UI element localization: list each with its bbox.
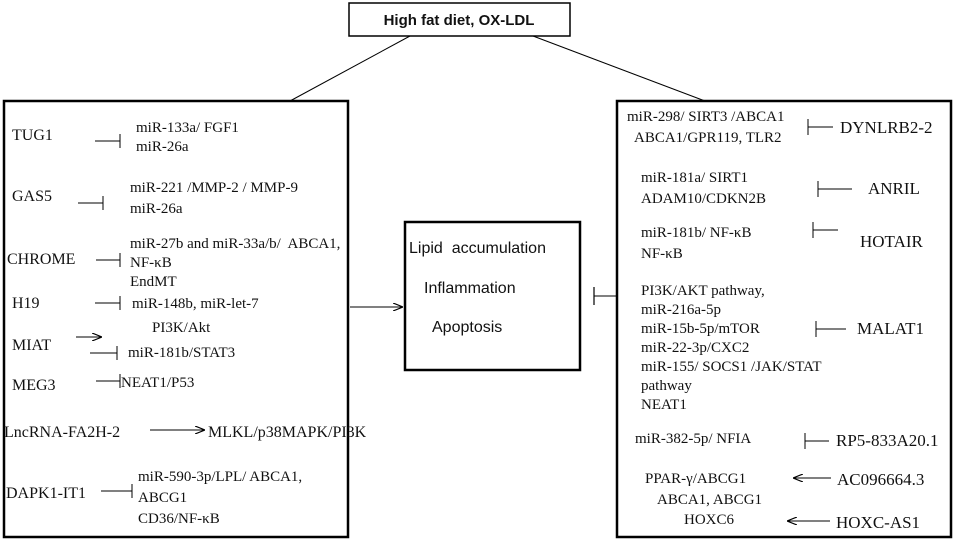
- target-meg3-1: NEAT1/P53: [121, 375, 194, 391]
- inhibit-miat: [90, 346, 118, 360]
- gene-hoxc-as1: HOXC-AS1: [836, 513, 920, 532]
- edge-top-to-left-panel: [289, 35, 411, 102]
- target-dapk1-it1-2: ABCG1: [138, 490, 187, 506]
- inhibit-malat1: [815, 321, 846, 337]
- target-hoxc-as1-1: ABCA1, ABCG1: [657, 492, 762, 508]
- inhibit-dapk1-it1: [101, 484, 133, 498]
- gene-rp5-833a20-1: RP5-833A20.1: [836, 431, 938, 450]
- target-rp5-833a20-1-1: miR-382-5p/ NFIA: [635, 431, 751, 447]
- inhibit-tug1: [95, 134, 121, 148]
- target-chrome-1: miR-27b and miR-33a/b/ ABCA1,: [130, 236, 340, 252]
- top-node: High fat diet, OX-LDL: [348, 2, 571, 37]
- edge-top-to-right-panel: [532, 35, 706, 102]
- inhibit-hotair: [812, 222, 838, 238]
- gene-anril: ANRIL: [868, 179, 920, 198]
- right-panel: [615, 99, 953, 539]
- inhibit-rp5-833a20-1: [804, 433, 829, 449]
- gene-dapk1-it1: DAPK1-IT1: [6, 485, 86, 502]
- gene-meg3: MEG3: [12, 377, 56, 394]
- inhibit-meg3: [96, 374, 121, 388]
- gene-hotair: HOTAIR: [860, 232, 924, 251]
- target-malat1-6: pathway: [641, 378, 692, 394]
- target-dynlrb2-2-1: miR-298/ SIRT3 /ABCA1: [627, 109, 784, 125]
- inhibit-chrome: [96, 253, 121, 267]
- target-chrome-2: NF-κB: [130, 255, 172, 271]
- inhibit-dynlrb2-2: [807, 119, 833, 135]
- target-chrome-3: EndMT: [130, 274, 177, 290]
- edge-right-to-center: [593, 287, 617, 305]
- target-hotair-2: NF-κB: [641, 246, 683, 262]
- gene-chrome: CHROME: [7, 251, 75, 268]
- center-line-2: Inflammation: [424, 280, 516, 297]
- gene-miat: MIAT: [12, 337, 51, 354]
- target-tug1-2: miR-26a: [136, 139, 189, 155]
- center-node: Lipid accumulation Inflammation Apoptosi…: [403, 220, 582, 372]
- gene-dynlrb2-2: DYNLRB2-2: [840, 118, 933, 137]
- target-malat1-4: miR-22-3p/CXC2: [641, 340, 749, 356]
- target-miat-1: PI3K/Akt: [152, 320, 211, 336]
- inhibit-gas5: [78, 196, 104, 210]
- target-anril-2: ADAM10/CDKN2B: [641, 191, 766, 207]
- target-hotair-1: miR-181b/ NF-κB: [641, 225, 752, 241]
- gene-ac096664-3: AC096664.3: [837, 470, 924, 489]
- gene-malat1: MALAT1: [857, 319, 924, 338]
- target-gas5-2: miR-26a: [130, 201, 183, 217]
- center-line-3: Apoptosis: [432, 319, 502, 336]
- target-hoxc-as1-2: HOXC6: [684, 512, 735, 528]
- target-gas5-1: miR-221 /MMP-2 / MMP-9: [130, 180, 298, 196]
- target-dapk1-it1-1: miR-590-3p/LPL/ ABCA1,: [138, 469, 302, 485]
- inhibit-anril: [817, 181, 852, 197]
- gene-lncrna-fa2h-2: LncRNA-FA2H-2: [4, 424, 120, 441]
- top-node-label: High fat diet, OX-LDL: [384, 12, 535, 29]
- target-anril-1: miR-181a/ SIRT1: [641, 170, 748, 186]
- left-panel: [2, 99, 350, 539]
- target-lncrna-fa2h-2-1: MLKL/p38MAPK/PI3K: [208, 424, 367, 441]
- target-miat-2: miR-181b/STAT3: [128, 345, 235, 361]
- gene-gas5: GAS5: [12, 188, 52, 205]
- target-malat1-1: PI3K/AKT pathway,: [641, 283, 765, 299]
- target-malat1-2: miR-216a-5p: [641, 302, 721, 318]
- target-dapk1-it1-3: CD36/NF-κB: [138, 511, 220, 527]
- gene-h19: H19: [12, 295, 40, 312]
- target-h19-1: miR-148b, miR-let-7: [132, 296, 259, 312]
- inhibit-h19: [95, 296, 121, 310]
- target-dynlrb2-2-2: ABCA1/GPR119, TLR2: [634, 130, 782, 146]
- target-tug1-1: miR-133a/ FGF1: [136, 120, 239, 136]
- target-ac096664-3-1: PPAR-γ/ABCG1: [645, 471, 746, 487]
- gene-tug1: TUG1: [12, 127, 53, 144]
- target-malat1-7: NEAT1: [641, 397, 687, 413]
- target-malat1-3: miR-15b-5p/mTOR: [641, 321, 760, 337]
- target-malat1-5: miR-155/ SOCS1 /JAK/STAT: [641, 359, 822, 375]
- center-line-1: Lipid accumulation: [409, 240, 546, 257]
